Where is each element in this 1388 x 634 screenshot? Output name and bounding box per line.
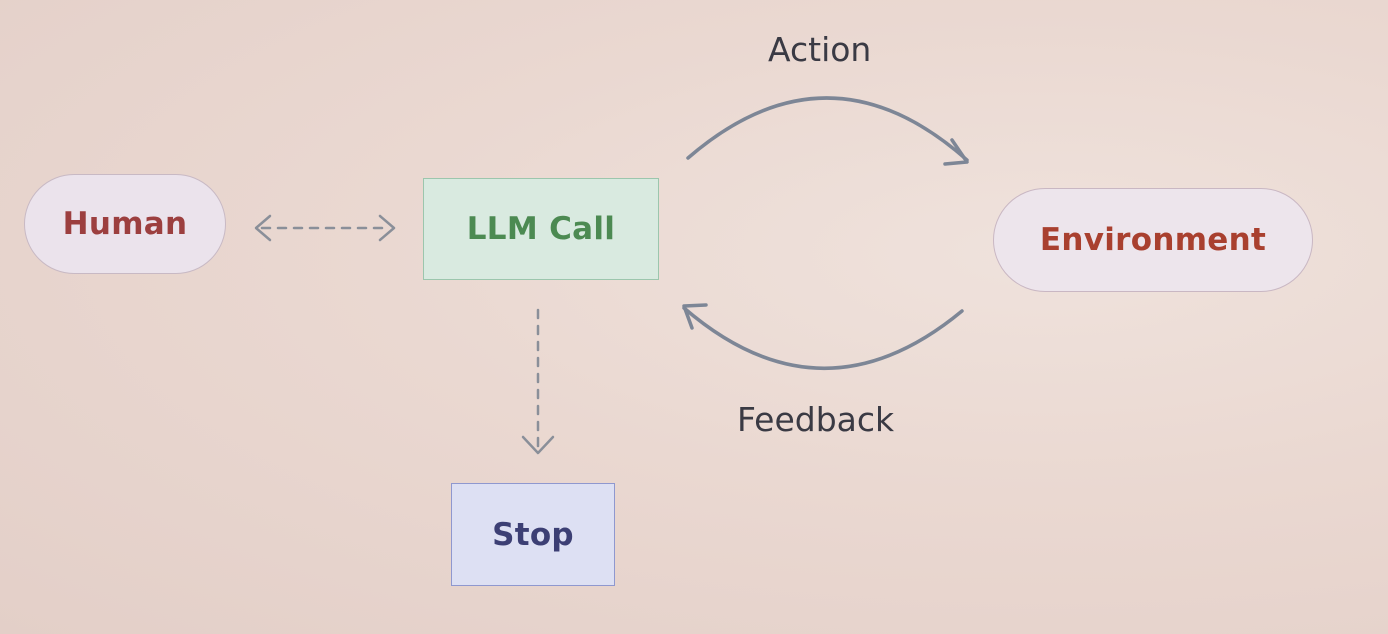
stop-node-label: Stop — [492, 516, 574, 553]
environment-node: Environment — [993, 188, 1313, 292]
action-label: Action — [768, 30, 872, 69]
stop-node: Stop — [451, 483, 615, 586]
llm-call-node: LLM Call — [423, 178, 659, 280]
human-llm-dashed-arrow — [254, 214, 396, 242]
llm-stop-dashed-arrow — [521, 308, 555, 455]
feedback-label: Feedback — [737, 400, 895, 439]
human-node-label: Human — [62, 206, 188, 242]
human-node: Human — [24, 174, 226, 274]
action-arrow — [686, 96, 969, 166]
feedback-arrow — [682, 303, 964, 370]
llm-call-node-label: LLM Call — [466, 211, 616, 247]
environment-node-label: Environment — [1039, 222, 1267, 258]
